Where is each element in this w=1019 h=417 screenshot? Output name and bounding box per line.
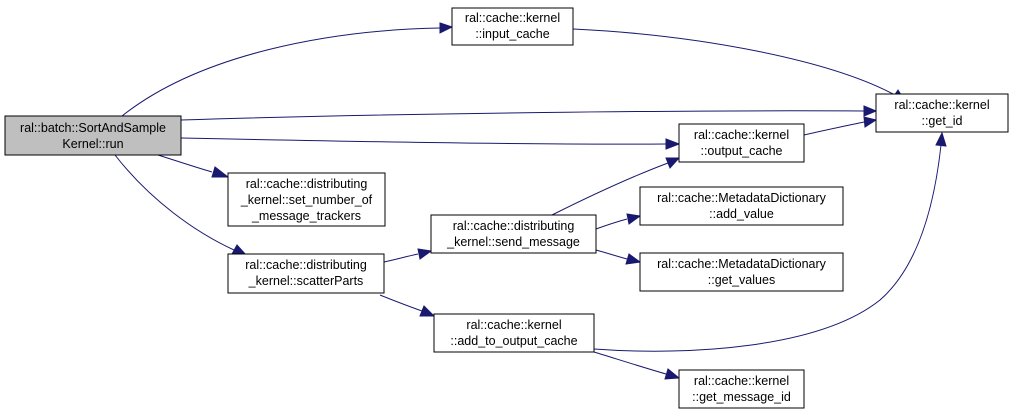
edge-add-to-output-get-id [593,144,942,352]
edge-root-input-cache [121,27,441,117]
arrowhead [935,131,947,147]
node-label: _kernel::send_message [446,235,580,249]
edge-root-scatter-parts [114,154,235,251]
node-get-values[interactable]: ral::cache::MetadataDictionary ::get_val… [639,252,844,292]
node-label: Kernel::run [62,137,123,151]
arrowhead [439,22,454,34]
node-label: ral::cache::distributing [246,177,368,191]
node-label: ral::cache::kernel [465,11,560,25]
edge-send-message-add-value [595,218,628,230]
node-get-message-id[interactable]: ral::cache::kernel ::get_message_id [678,369,805,409]
node-label: ral::cache::distributing [245,258,367,272]
node-send-message[interactable]: ral::cache::distributing _kernel::send_m… [430,214,597,254]
edge-root-set-trackers [157,154,213,173]
node-add-to-output-cache[interactable]: ral::cache::kernel ::add_to_output_cache [433,313,595,353]
node-label: ral::cache::distributing [453,219,575,233]
node-label: _kernel::scatterParts [248,274,364,288]
node-label: ::get_id [921,114,962,128]
edge-scatter-send-message [383,253,419,263]
node-label: ::get_values [708,273,775,287]
edge-input-cache-get-id [572,28,896,96]
node-label: ral::cache::MetadataDictionary [657,191,827,205]
node-label: ::input_cache [475,27,549,41]
arrowhead [665,157,681,169]
arrowhead [863,105,878,117]
arrowhead [665,138,681,150]
arrowhead [863,116,878,128]
node-label: ral::cache::kernel [694,374,789,388]
edges [114,22,947,380]
edge-scatter-add-to-output [379,294,423,312]
arrowhead [626,213,642,225]
node-label: ::get_message_id [692,390,791,404]
edge-root-get-id [180,110,865,121]
node-label: ral::cache::MetadataDictionary [657,257,827,271]
node-label: ral::cache::kernel [694,128,789,142]
edge-root-output-cache [180,137,667,145]
arrowhead [417,248,433,260]
node-set-number-of-message-trackers[interactable]: ral::cache::distributing _kernel::set_nu… [227,172,386,227]
edge-send-message-output-cache [551,162,669,216]
node-input-cache[interactable]: ral::cache::kernel ::input_cache [451,7,574,46]
arrowhead [664,368,681,380]
node-label: ral::batch::SortAndSample [20,121,166,135]
arrowhead [419,305,436,317]
node-output-cache[interactable]: ral::cache::kernel ::output_cache [678,123,805,163]
node-label: ::output_cache [700,144,782,158]
node-root[interactable]: ral::batch::SortAndSample Kernel::run [4,115,182,156]
arrowhead [211,166,230,178]
arrowhead [625,253,642,265]
node-label: ::add_to_output_cache [450,334,577,348]
node-label: ral::cache::kernel [894,98,989,112]
node-label: _message_trackers [251,209,361,223]
node-label: _kernel::set_number_of [240,193,373,207]
edge-send-message-get-values [595,249,628,260]
node-get-id[interactable]: ral::cache::kernel ::get_id [875,93,1009,133]
node-label: ral::cache::kernel [466,318,561,332]
node-add-value[interactable]: ral::cache::MetadataDictionary ::add_val… [639,186,844,226]
edge-add-to-output-get-message-id [593,351,667,375]
edge-output-cache-get-id [803,121,865,136]
node-label: ::add_value [709,207,774,221]
node-scatter-parts[interactable]: ral::cache::distributing _kernel::scatte… [227,253,385,294]
